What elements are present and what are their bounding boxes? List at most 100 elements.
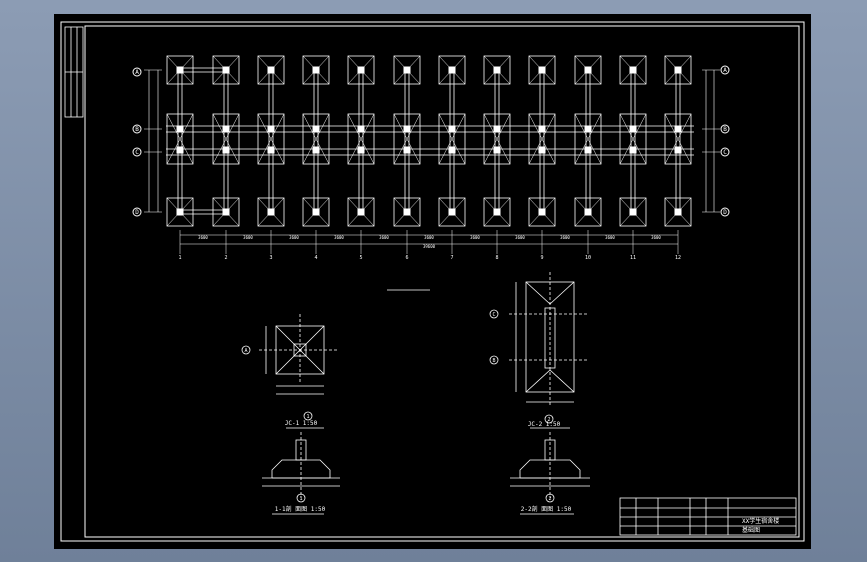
bay-dim: 3600 <box>515 235 525 240</box>
col-label: 5 <box>359 255 362 261</box>
col-label: 1 <box>178 255 181 261</box>
column-stub <box>357 146 365 154</box>
column-stub <box>538 208 546 216</box>
jc2-labels: C B 2 JC-2 1:50 <box>492 312 560 428</box>
column-stub <box>222 125 230 133</box>
footing <box>664 197 692 227</box>
footing <box>664 55 692 85</box>
column-stub <box>222 146 230 154</box>
row-label-left: D <box>135 209 139 216</box>
footing <box>574 55 602 85</box>
row-label-left: A <box>135 69 139 76</box>
plan-dim-text: 3600 3600 3600 3600 3600 3600 3600 3600 … <box>198 235 661 249</box>
footing <box>393 113 421 165</box>
plan-dimensions <box>144 69 720 254</box>
column-stub <box>312 125 320 133</box>
footing <box>483 55 511 85</box>
jc2-caption: JC-2 1:50 <box>528 421 561 428</box>
footing <box>302 113 330 165</box>
column-stub <box>222 66 230 74</box>
column-stub <box>584 66 592 74</box>
column-stub <box>674 146 682 154</box>
footing-diagonal <box>619 113 647 165</box>
footing <box>619 113 647 165</box>
footing-diagonal <box>347 113 375 165</box>
column-stub <box>176 208 184 216</box>
column-stub <box>629 146 637 154</box>
column-stub <box>584 208 592 216</box>
detail-jc2 <box>489 272 589 429</box>
footing <box>166 55 194 85</box>
section1-labels: 1 1-1剖 面图 1:50 <box>275 496 326 513</box>
row-label-left: B <box>135 126 139 133</box>
footing <box>664 113 692 165</box>
footing <box>347 197 375 227</box>
footing-diagonal <box>257 113 285 165</box>
column-stub <box>448 125 456 133</box>
bay-dim: 3600 <box>560 235 570 240</box>
footing <box>166 113 194 165</box>
footing <box>212 113 240 165</box>
footing <box>212 55 240 85</box>
title-block <box>619 497 797 536</box>
footing <box>257 55 285 85</box>
section-2-2 <box>510 432 590 515</box>
col-label: 4 <box>314 255 317 261</box>
column-stub <box>448 146 456 154</box>
bay-dim: 3600 <box>605 235 615 240</box>
drawing-viewport[interactable]: A B C D A B C D 3600 3600 3600 3600 3600… <box>54 14 811 549</box>
bay-dim: 3600 <box>379 235 389 240</box>
footing <box>257 113 285 165</box>
jc1-circle-label: 1 <box>306 414 309 420</box>
column-stub <box>312 146 320 154</box>
binding-strip <box>64 26 84 118</box>
column-stub <box>448 208 456 216</box>
footing-diagonal <box>393 113 421 165</box>
bay-dim: 3600 <box>651 235 661 240</box>
bay-dim: 3600 <box>424 235 434 240</box>
section2-caption: 2-2剖 面图 1:50 <box>521 505 572 513</box>
jc1-caption: JC-1 1:50 <box>285 420 318 427</box>
row-label-right: A <box>723 67 727 74</box>
title-block-text: XX学生宿舍楼 基础图 <box>742 517 779 534</box>
column-stub <box>176 125 184 133</box>
footing <box>347 113 375 165</box>
cad-drawing: A B C D A B C D 3600 3600 3600 3600 3600… <box>60 21 805 542</box>
tie-beams <box>166 67 694 215</box>
footing <box>257 197 285 227</box>
footing-diagonal <box>528 113 556 165</box>
jc2-circle-label: 2 <box>547 417 550 423</box>
total-dim: 39600 <box>423 244 436 249</box>
column-stub <box>629 208 637 216</box>
col-label: 2 <box>224 255 227 261</box>
row-label-right: D <box>723 209 727 216</box>
row-label-right: B <box>723 126 727 133</box>
footing <box>393 197 421 227</box>
column-stub <box>493 125 501 133</box>
column-stub <box>493 146 501 154</box>
column-stub <box>493 66 501 74</box>
column-stub <box>176 66 184 74</box>
jc1-axis-label: A <box>244 348 247 354</box>
column-stub <box>222 208 230 216</box>
col-label: 10 <box>585 255 591 261</box>
footing-diagonal <box>664 113 692 165</box>
detail-jc1 <box>241 314 337 429</box>
footing <box>574 197 602 227</box>
footing <box>302 55 330 85</box>
inner-frame <box>84 25 800 538</box>
footing-diagonal <box>166 113 194 165</box>
column-stub <box>403 146 411 154</box>
footing <box>619 197 647 227</box>
bay-dim: 3600 <box>198 235 208 240</box>
col-axis-labels: 1 2 3 4 5 6 7 8 9 10 11 12 <box>178 255 681 261</box>
column-stub <box>538 125 546 133</box>
col-label: 8 <box>495 255 498 261</box>
footing <box>619 55 647 85</box>
footing-diagonal <box>574 113 602 165</box>
column-stub <box>357 66 365 74</box>
col-label: 3 <box>269 255 272 261</box>
footing <box>528 55 556 85</box>
footing <box>438 197 466 227</box>
footing <box>212 197 240 227</box>
